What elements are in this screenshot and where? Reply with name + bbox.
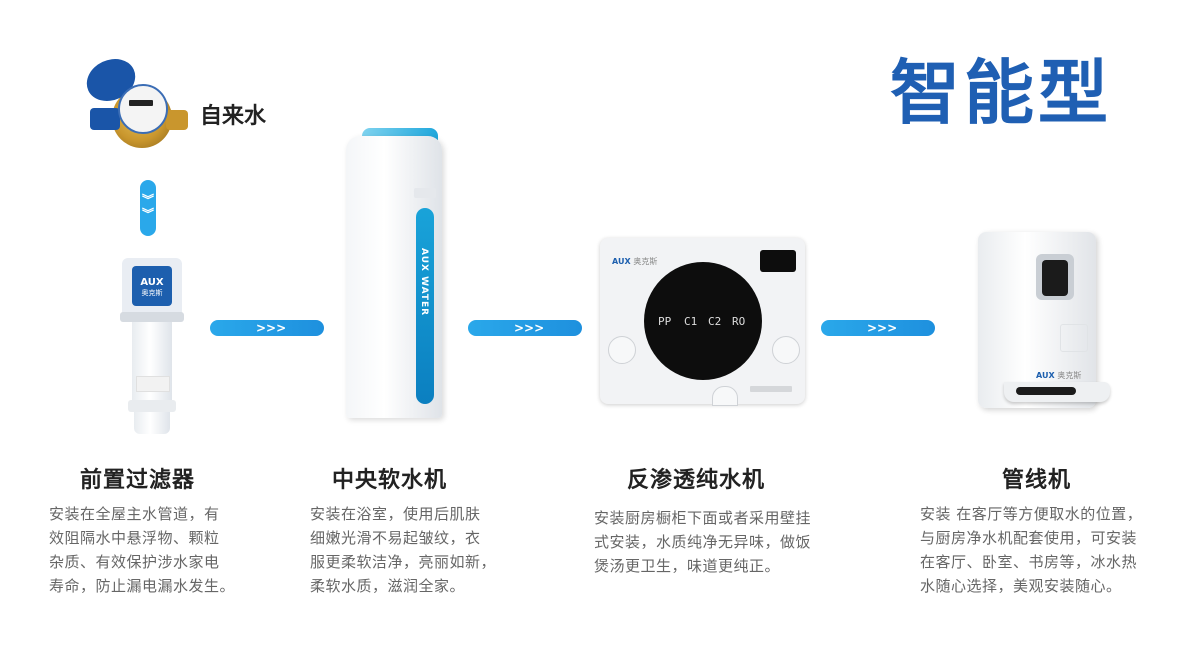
step-description-pre-filter: 安装在全屋主水管道，有 效阻隔水中悬浮物、颗粒 杂质、有效保护涉水家电 寿命，防… — [49, 505, 236, 595]
brand-name: 奥克斯 — [1057, 371, 1082, 380]
flow-arrow-icon: ︾ ︾ — [140, 180, 156, 236]
stage-ro: RO — [732, 315, 746, 328]
pipeline-dispenser-image: AUX 奥克斯 — [976, 230, 1110, 412]
pre-filter-image: AUX 奥克斯 — [118, 252, 186, 434]
flow-arrow-icon: >>> — [210, 320, 324, 336]
stage-c1: C1 — [684, 315, 698, 328]
step-description-pipeline-dispenser: 安装 在客厅等方便取水的位置， 与厨房净水机配套使用，可安装 在客厅、卧室、书房… — [920, 505, 1143, 595]
stage-pp: PP — [658, 315, 672, 328]
product-text: AUX WATER — [419, 248, 429, 317]
step-heading-pipeline-dispenser: 管线机 — [1002, 468, 1072, 493]
step-heading-ro-purifier: 反渗透纯水机 — [627, 468, 766, 493]
step-description-water-softener: 安装在浴室，使用后肌肤 细嫩光滑不易起皱纹，衣 服更柔软洁净，亮丽如新， 柔软水… — [310, 505, 497, 595]
stage-c2: C2 — [708, 315, 722, 328]
step-heading-pre-filter: 前置过滤器 — [80, 468, 196, 493]
brand-logo: AUX — [140, 277, 164, 288]
water-meter-icon — [79, 51, 190, 152]
brand-name: 奥克斯 — [141, 289, 163, 297]
brand-logo: AUX — [612, 257, 631, 266]
water-softener-image: AUX WATER — [340, 128, 446, 420]
brand-logo: AUX — [1036, 371, 1055, 380]
brand-name: 奥克斯 — [633, 257, 658, 266]
flow-arrow-icon: >>> — [468, 320, 582, 336]
page-title: 智能型 — [890, 52, 1112, 134]
step-heading-water-softener: 中央软水机 — [332, 468, 448, 493]
source-label: 自来水 — [200, 104, 267, 129]
ro-purifier-image: AUX 奥克斯 PP C1 C2 RO — [600, 238, 805, 406]
flow-arrow-icon: >>> — [821, 320, 935, 336]
step-description-ro-purifier: 安装厨房橱柜下面或者采用壁挂 式安装，水质纯净无异味，做饭 煲汤更卫生，味道更纯… — [594, 509, 812, 575]
